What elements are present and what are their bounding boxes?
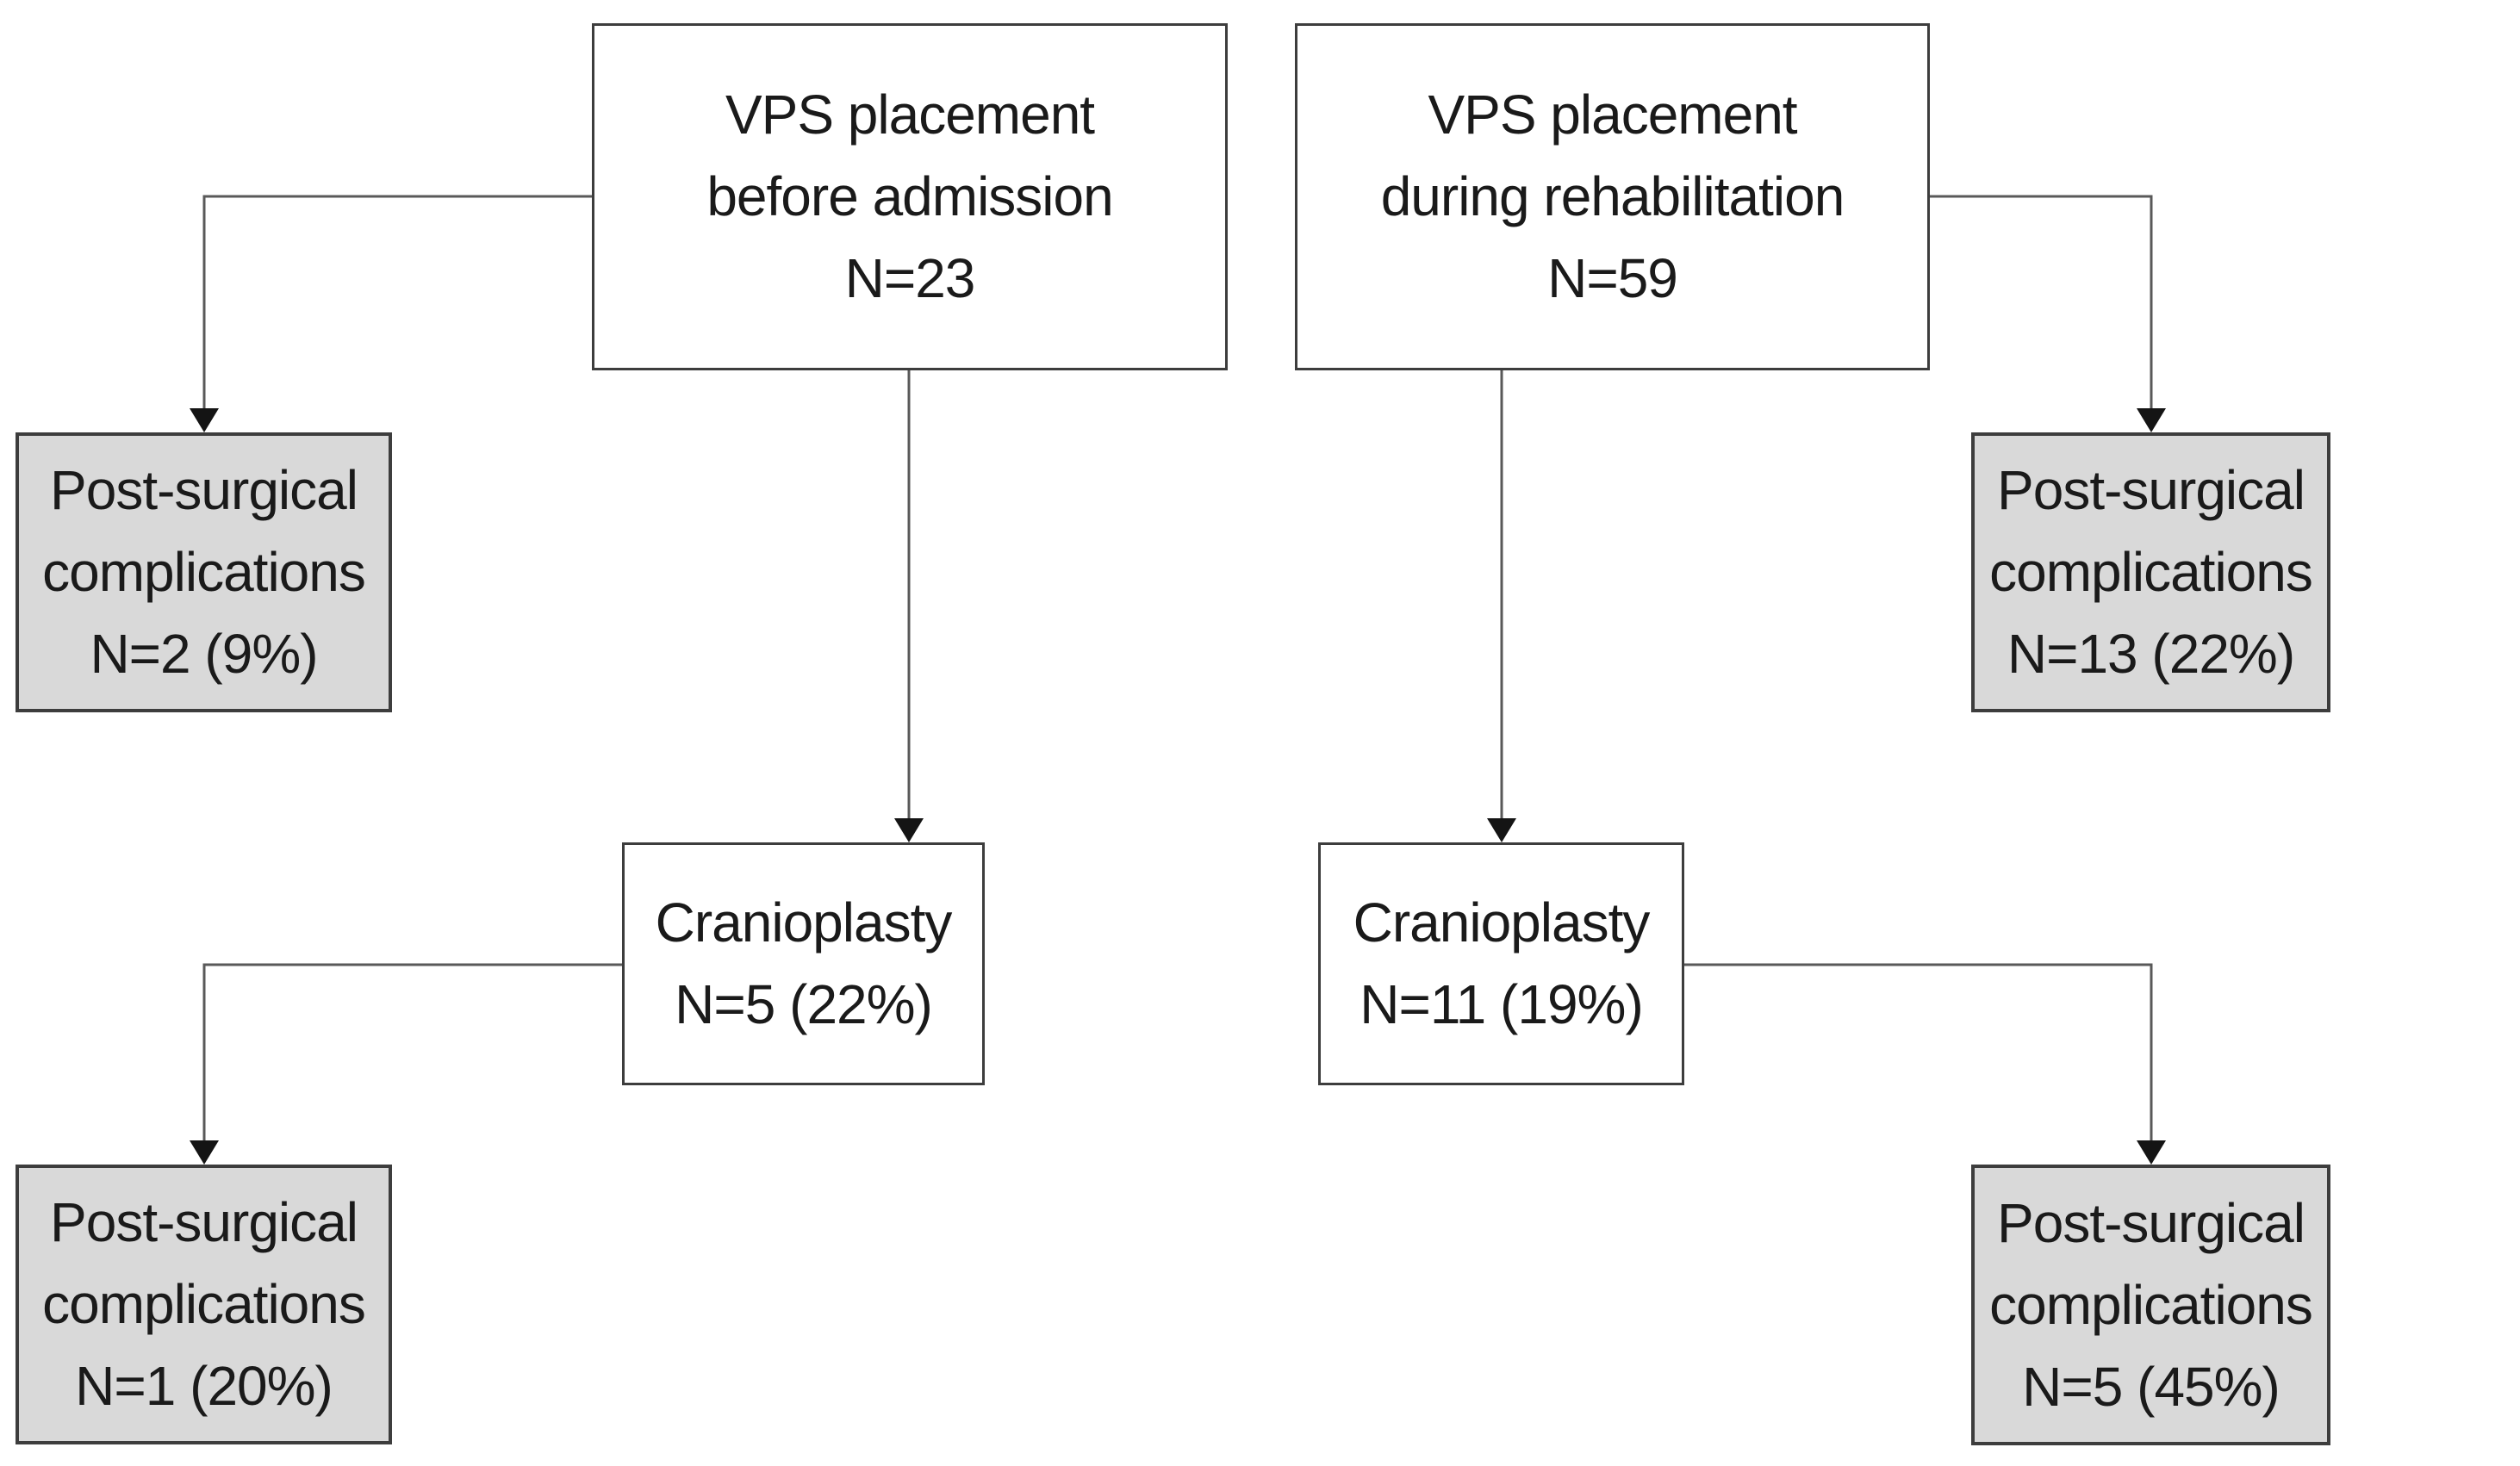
node-label: VPS placement during rehabilitation N=59 <box>1380 84 1845 309</box>
arrowhead-complications-cranioplasty-rehab <box>2137 1140 2166 1165</box>
arrowhead-complications-vps-rehab <box>2137 408 2166 432</box>
arrowhead-cranioplasty-before <box>894 818 924 842</box>
connector-vps-rehab-to-complications <box>1930 195 2153 410</box>
node-label: Cranioplasty N=11 (19%) <box>1353 891 1651 1035</box>
arrowhead-cranioplasty-rehab <box>1487 818 1516 842</box>
node-cranioplasty-before: Cranioplasty N=5 (22%) <box>622 842 985 1085</box>
node-vps-placement-during-rehabilitation: VPS placement during rehabilitation N=59 <box>1295 23 1930 370</box>
arrowhead-complications-cranioplasty-before <box>190 1140 219 1165</box>
node-label: Post-surgical complications N=13 (22%) <box>1989 459 2313 685</box>
connector-vps-before-to-complications <box>202 195 592 410</box>
connector-cranioplasty-rehab-to-complications <box>1684 963 2153 1142</box>
node-post-surgical-complications-cranioplasty-before: Post-surgical complications N=1 (20%) <box>16 1165 392 1444</box>
node-label: Post-surgical complications N=1 (20%) <box>42 1191 366 1417</box>
node-vps-placement-before-admission: VPS placement before admission N=23 <box>592 23 1228 370</box>
node-label: Post-surgical complications N=5 (45%) <box>1989 1191 2313 1418</box>
node-post-surgical-complications-vps-before: Post-surgical complications N=2 (9%) <box>16 432 392 712</box>
node-cranioplasty-rehab: Cranioplasty N=11 (19%) <box>1318 842 1684 1085</box>
node-label: Post-surgical complications N=2 (9%) <box>42 459 366 685</box>
connector-cranioplasty-before-to-complications <box>202 963 622 1142</box>
arrowhead-complications-vps-before <box>190 408 219 432</box>
node-post-surgical-complications-cranioplasty-rehab: Post-surgical complications N=5 (45%) <box>1971 1165 2330 1445</box>
node-post-surgical-complications-vps-rehab: Post-surgical complications N=13 (22%) <box>1971 432 2330 712</box>
node-label: VPS placement before admission N=23 <box>706 84 1113 309</box>
node-label: Cranioplasty N=5 (22%) <box>655 891 953 1035</box>
